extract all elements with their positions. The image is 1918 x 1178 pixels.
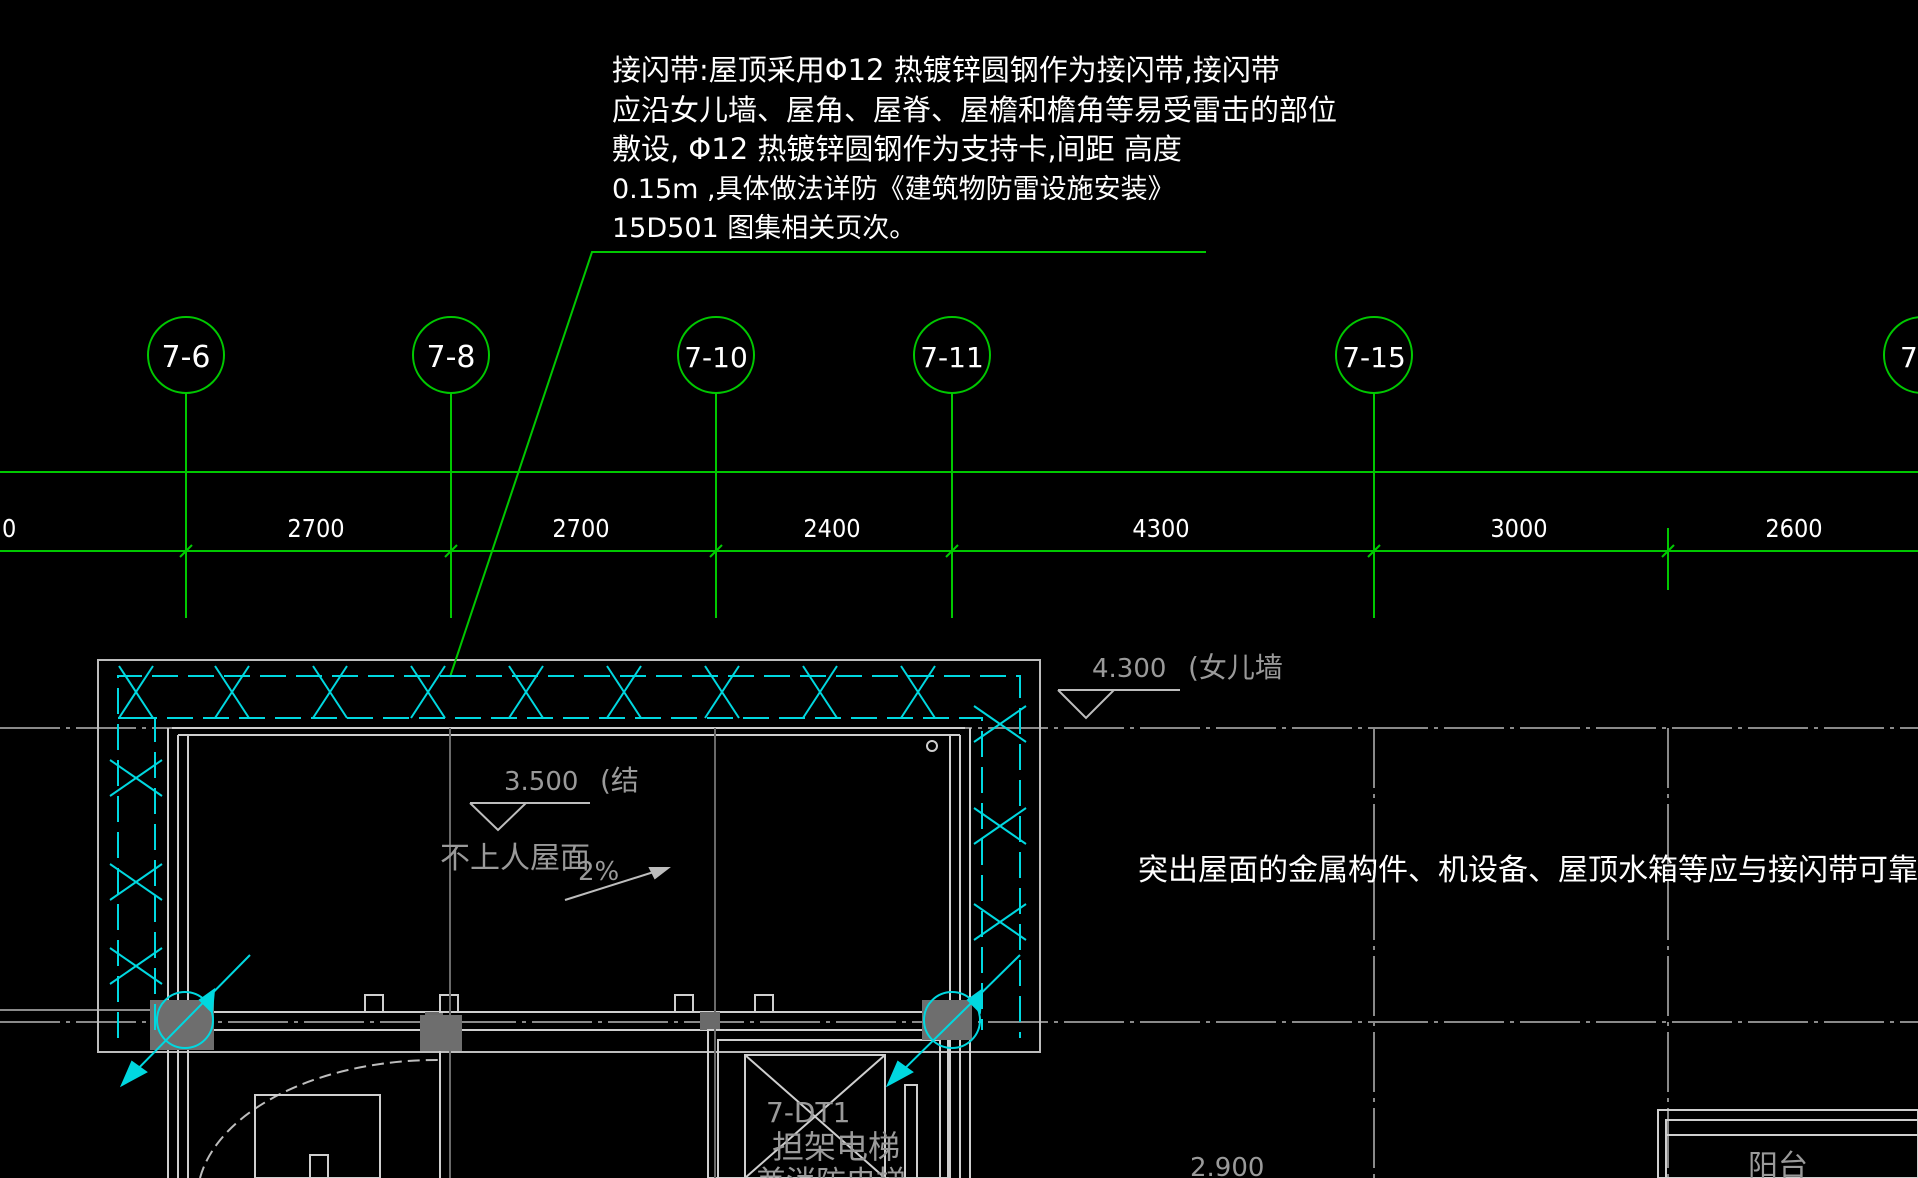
support-clip-stroke xyxy=(214,665,250,719)
lightning-belt xyxy=(117,675,1021,1038)
elevator-subname: 兼消防电梯 xyxy=(756,1165,906,1178)
support-clip-stroke xyxy=(118,665,154,719)
elevation-markers xyxy=(469,689,1180,901)
elevator-name: 担架电梯 xyxy=(772,1128,900,1166)
balcony-label: 阳台 xyxy=(1748,1149,1808,1178)
support-clip-stroke xyxy=(109,759,163,797)
note-line-3: 敷设, Φ12 热镀锌圆钢作为支持卡,间距 高度 xyxy=(612,132,1182,166)
support-clip-stroke xyxy=(312,665,348,719)
axis-label: 7-10 xyxy=(684,341,748,374)
note-line-4: 0.15m ,具体做法详防《建筑物防雷设施安装》 xyxy=(612,174,1175,205)
axis-labels: 7-6 7-8 7-10 7-11 7-15 7- xyxy=(162,340,1918,375)
axis-label: 7-6 xyxy=(162,340,211,375)
support-clip-stroke xyxy=(973,705,1027,743)
support-clip-stroke xyxy=(973,903,1027,941)
annotation-note: 接闪带:屋顶采用Φ12 热镀锌圆钢作为接闪带,接闪带 应沿女儿墙、屋角、屋脊、屋… xyxy=(612,53,1337,244)
axis-label: 7-15 xyxy=(1342,341,1406,374)
axis-label: 7- xyxy=(1900,341,1918,374)
plan-labels: 不上人屋面 2% 突出屋面的金属构件、机设备、屋顶水箱等应与接闪带可靠焊接 7-… xyxy=(440,841,1918,1178)
support-clip-stroke xyxy=(109,947,163,985)
parapet-label: (女儿墙 xyxy=(1188,651,1283,684)
support-clip-marks xyxy=(109,665,1027,985)
dimension-value: 0 xyxy=(2,514,16,543)
side-note: 突出屋面的金属构件、机设备、屋顶水箱等应与接闪带可靠焊接 xyxy=(1138,853,1918,888)
roof-type-label: 不上人屋面 xyxy=(440,841,590,876)
support-clip-stroke xyxy=(802,665,838,719)
roof-label: (结 xyxy=(600,764,639,797)
dimension-value: 2600 xyxy=(1765,514,1822,543)
roof-elevation: 3.500 xyxy=(504,767,578,797)
elevation-labels: 4.300 (女儿墙 3.500 (结 2.900 xyxy=(504,651,1283,1178)
slope-label: 2% xyxy=(578,857,619,887)
dimension-value: 2700 xyxy=(287,514,344,543)
support-clip-stroke xyxy=(410,665,446,719)
support-clip-stroke xyxy=(109,863,163,901)
dimension-value: 2400 xyxy=(803,514,860,543)
down-conductor-symbols xyxy=(119,954,1021,1088)
structure-cut-marks xyxy=(150,1000,972,1051)
note-line-5: 15D501 图集相关页次。 xyxy=(612,213,916,244)
note-line-2: 应沿女儿墙、屋角、屋脊、屋檐和檐角等易受雷击的部位 xyxy=(612,93,1337,127)
support-clip-stroke xyxy=(900,665,936,719)
elevator-code: 7-DT1 xyxy=(766,1096,850,1129)
axis-label: 7-8 xyxy=(427,340,476,375)
lower-elevation: 2.900 xyxy=(1190,1153,1264,1178)
dimension-labels: 0 2700 2700 2400 4300 3000 2600 xyxy=(2,514,1823,543)
dimension-value: 3000 xyxy=(1490,514,1547,543)
axis-grid xyxy=(0,251,1918,678)
axis-label: 7-11 xyxy=(920,341,984,374)
support-clip-stroke xyxy=(704,665,740,719)
support-clip-stroke xyxy=(973,807,1027,845)
dimension-value: 2700 xyxy=(552,514,609,543)
support-clip-stroke xyxy=(606,665,642,719)
support-clip-stroke xyxy=(508,665,544,719)
note-line-1: 接闪带:屋顶采用Φ12 热镀锌圆钢作为接闪带,接闪带 xyxy=(612,53,1280,87)
dimension-value: 4300 xyxy=(1132,514,1189,543)
parapet-elevation: 4.300 xyxy=(1092,654,1166,684)
